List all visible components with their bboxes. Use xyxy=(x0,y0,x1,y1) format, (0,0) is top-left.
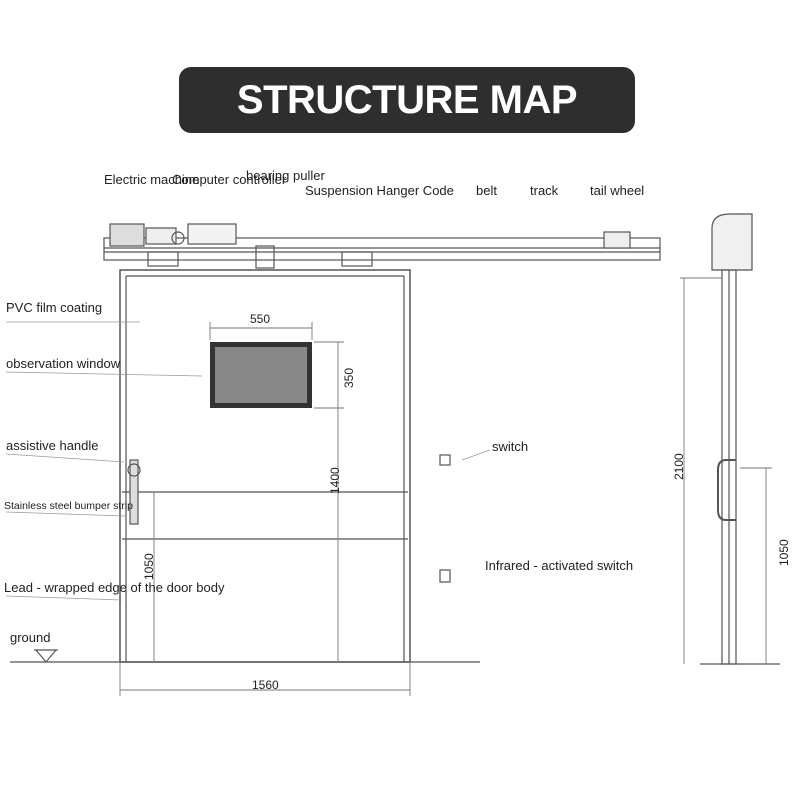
label-infrared-switch: Infrared - activated switch xyxy=(485,558,634,573)
dim-door-width: 1560 xyxy=(252,678,279,692)
label-track: track xyxy=(530,183,559,198)
switch-shape xyxy=(439,454,451,466)
label-tail-wheel: tail wheel xyxy=(590,183,645,198)
label-pvc-film: PVC film coating xyxy=(6,300,103,315)
label-lead-edge: Lead - wrapped edge of the door body xyxy=(4,580,225,595)
handle-plate xyxy=(129,459,139,525)
label-electric-machine: Electric machine xyxy=(104,172,200,187)
infrared-switch-shape xyxy=(439,569,451,583)
door-body xyxy=(119,269,411,663)
hanger-right xyxy=(341,251,373,267)
label-computer-controller: Computer controller xyxy=(172,172,287,187)
label-belt: belt xyxy=(476,183,497,198)
label-switch: switch xyxy=(492,439,529,454)
dim-strip-height: 1050 xyxy=(142,553,156,580)
track-rail xyxy=(103,237,661,261)
label-observation-window: observation window xyxy=(6,356,121,371)
label-ground: ground xyxy=(10,630,51,645)
dim-window-width: 550 xyxy=(250,312,271,326)
title-banner: STRUCTURE MAP xyxy=(179,67,635,133)
dim-door-height: 2100 xyxy=(672,453,686,480)
dim-window-height: 350 xyxy=(342,367,356,388)
tail-wheel-shape xyxy=(603,231,631,249)
label-bearing-puller: bearing puller xyxy=(246,168,325,183)
side-handle xyxy=(717,459,736,521)
electric-machine-shape xyxy=(109,223,145,247)
dim-window-sill-height: 1400 xyxy=(328,467,342,494)
label-assistive-handle: assistive handle xyxy=(6,438,99,453)
computer-controller-shape xyxy=(187,223,237,245)
hanger-left xyxy=(147,251,179,267)
page-title: STRUCTURE MAP xyxy=(236,77,578,122)
bearing-puller-shape xyxy=(255,245,275,269)
side-motor-cover xyxy=(711,213,753,271)
label-suspension-hanger: Suspension Hanger Code xyxy=(305,183,454,198)
label-bumper-strip: Stainless steel bumper strip xyxy=(4,500,133,512)
dim-handle-height: 1050 xyxy=(777,539,791,566)
